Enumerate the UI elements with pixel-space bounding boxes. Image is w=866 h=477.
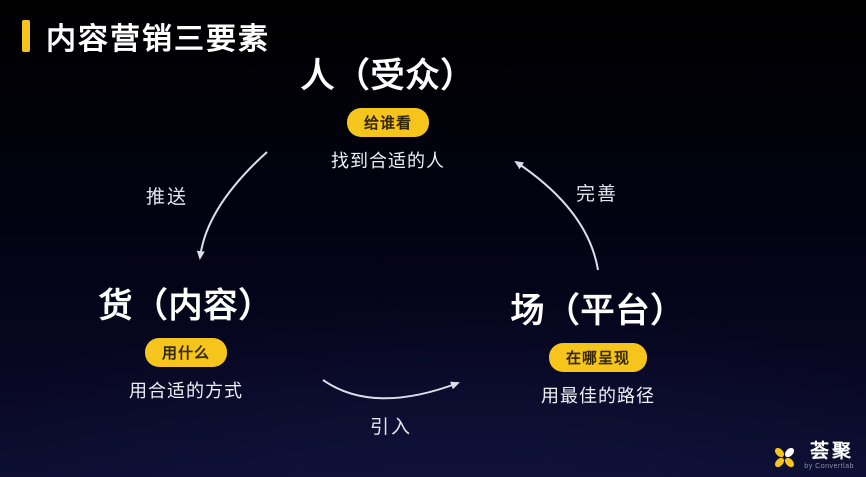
logo-texts: 荟聚 by Convertlab bbox=[804, 441, 854, 471]
title-accent-bar bbox=[22, 20, 30, 52]
slide-title-row: 内容营销三要素 bbox=[22, 14, 270, 58]
arrow-content-to-platform bbox=[322, 379, 460, 400]
node-audience-heading: 人（受众） bbox=[300, 57, 476, 95]
node-content: 货（内容） 用什么 用合适的方式 bbox=[36, 278, 336, 403]
node-audience-badge: 给谁看 bbox=[346, 108, 429, 137]
node-audience: 人（受众） 给谁看 找到合适的人 bbox=[238, 48, 538, 173]
brand-logo: 荟聚 by Convertlab bbox=[771, 442, 854, 471]
huiju-flower-icon bbox=[775, 447, 795, 468]
node-content-desc: 用合适的方式 bbox=[129, 381, 243, 401]
arrow-label-improve: 完善 bbox=[576, 184, 619, 205]
node-platform-heading: 场（平台） bbox=[510, 292, 686, 330]
arrow-label-push: 推送 bbox=[146, 187, 189, 208]
node-platform-desc: 用最佳的路径 bbox=[541, 386, 655, 406]
slide-title: 内容营销三要素 bbox=[46, 23, 270, 56]
logo-name: 荟聚 bbox=[809, 441, 854, 462]
arrow-label-introduce: 引入 bbox=[370, 417, 413, 438]
node-platform: 场（平台） 在哪呈现 用最佳的路径 bbox=[448, 283, 748, 408]
logo-byline: by Convertlab bbox=[804, 463, 854, 470]
node-audience-desc: 找到合适的人 bbox=[331, 151, 445, 171]
node-platform-badge: 在哪呈现 bbox=[548, 343, 647, 372]
node-content-badge: 用什么 bbox=[144, 338, 227, 367]
node-content-heading: 货（内容） bbox=[98, 287, 274, 325]
